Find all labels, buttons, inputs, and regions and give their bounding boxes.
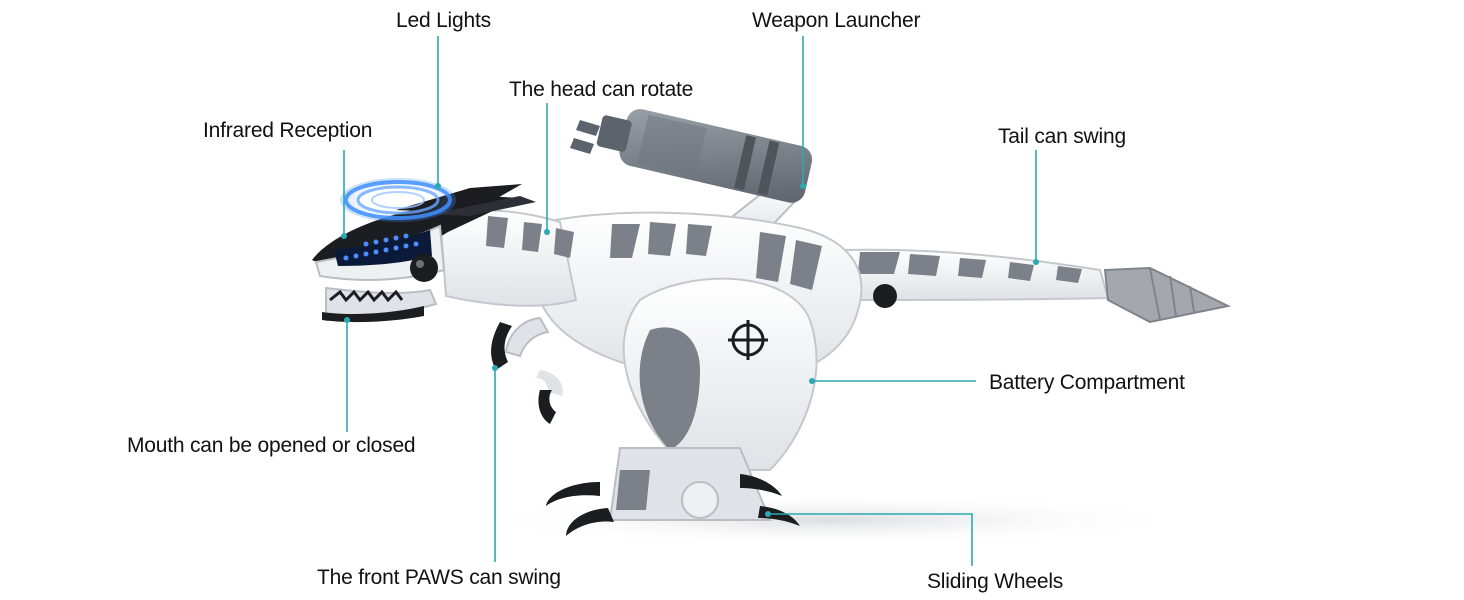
label-head-rotate: The head can rotate xyxy=(509,78,694,101)
leg xyxy=(608,277,818,521)
label-infrared-reception: Infrared Reception xyxy=(203,119,373,142)
label-sliding-wheels: Sliding Wheels xyxy=(927,570,1064,593)
feet-claws xyxy=(546,474,800,536)
label-weapon-launcher: Weapon Launcher xyxy=(752,9,921,32)
label-led-lights: Led Lights xyxy=(396,9,491,32)
label-mouth: Mouth can be opened or closed xyxy=(127,434,416,457)
label-tail-swing: Tail can swing xyxy=(998,125,1126,148)
label-battery-compartment: Battery Compartment xyxy=(989,371,1185,394)
callout-line-wheels xyxy=(768,513,973,566)
label-front-paws: The front PAWS can swing xyxy=(317,566,561,589)
callout-dots xyxy=(341,183,1039,517)
weapon-launcher xyxy=(570,109,813,240)
tail xyxy=(839,248,1232,324)
callout-lines xyxy=(343,36,1037,566)
front-arm xyxy=(491,316,563,424)
